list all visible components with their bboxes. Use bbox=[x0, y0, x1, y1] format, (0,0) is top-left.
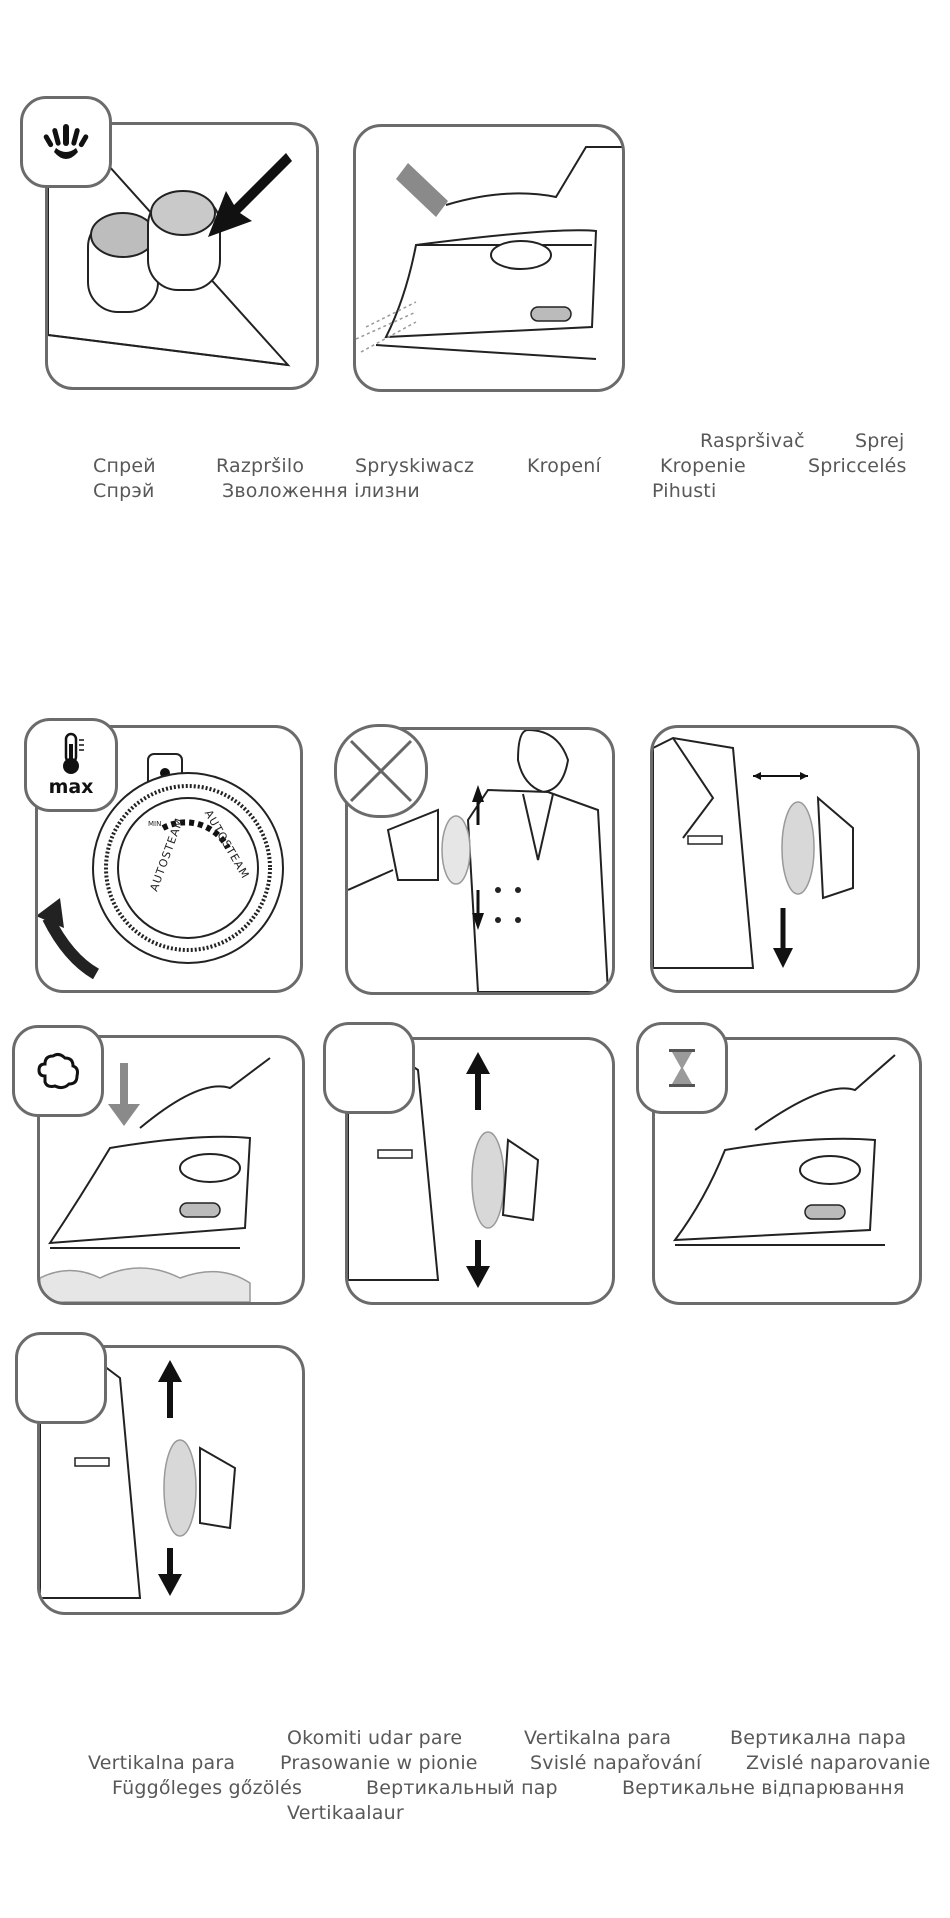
steam-distance-panel bbox=[650, 725, 920, 993]
temperature-dial-panel: AUTOSTEAM AUTOSTEAM MIN bbox=[35, 725, 303, 993]
caption-spray-uk: Зволоження ілизни bbox=[222, 480, 420, 502]
caption-spray-bg: Спрей bbox=[93, 455, 156, 477]
blank-badge-2 bbox=[15, 1332, 107, 1424]
spray-action-panel bbox=[353, 124, 625, 392]
caption-vertical-sk: Zvislé naparovanie bbox=[746, 1752, 931, 1774]
vertical-steaming-illustration-2 bbox=[40, 1360, 237, 1599]
caption-spray-hu: Spriccelés bbox=[808, 455, 907, 477]
spray-icon bbox=[20, 96, 112, 188]
vertical-steam-panel-2 bbox=[37, 1345, 305, 1615]
temperature-dial-illustration bbox=[38, 753, 284, 980]
prohibited-cross-icon bbox=[334, 724, 428, 818]
caption-spray-sk: Kropenie bbox=[660, 455, 746, 477]
caption-vertical-et: Vertikaalaur bbox=[287, 1802, 404, 1824]
caption-vertical-cs: Svislé napařování bbox=[530, 1752, 702, 1774]
caption-vertical-sl: Vertikalna para bbox=[88, 1752, 236, 1774]
max-label: max bbox=[48, 776, 94, 798]
caption-spray-sl2: Razpršilo bbox=[216, 455, 305, 477]
steam-cloud-icon bbox=[12, 1025, 104, 1117]
dial-text-min: MIN bbox=[148, 820, 162, 828]
thermometer-max-icon: max bbox=[24, 718, 118, 812]
caption-spray-et: Pihusti bbox=[652, 480, 717, 502]
caption-spray-hr: Raspršivač bbox=[700, 430, 805, 452]
iron-steam-burst-illustration bbox=[40, 1057, 271, 1302]
caption-vertical-uk: Вертикальне відпарювання bbox=[622, 1777, 905, 1799]
caption-vertical-ru: Вертикальный пар bbox=[366, 1777, 558, 1799]
caption-spray-sl: Sprej bbox=[855, 430, 905, 452]
caption-vertical-sr: Vertikalna para bbox=[524, 1727, 672, 1749]
hanging-jacket-distance-illustration bbox=[653, 736, 854, 969]
hourglass-icon bbox=[636, 1022, 728, 1114]
caption-vertical-hu: Függőleges gőzölés bbox=[112, 1777, 303, 1799]
jacket-worn-illustration bbox=[348, 730, 610, 992]
caption-spray-pl: Spryskiwacz bbox=[355, 455, 475, 477]
caption-spray-cs: Kropení bbox=[527, 455, 601, 477]
iron-resting-illustration bbox=[672, 1054, 896, 1246]
blank-badge-1 bbox=[323, 1022, 415, 1114]
spray-button-panel bbox=[45, 122, 319, 390]
caption-vertical-mk: Вертикална пара bbox=[730, 1727, 907, 1749]
steam-burst-panel bbox=[37, 1035, 305, 1305]
iron-spraying-illustration bbox=[356, 146, 622, 360]
caption-spray-by: Спрэй bbox=[93, 480, 155, 502]
caption-vertical-hr: Okomiti udar pare bbox=[287, 1727, 463, 1749]
caption-vertical-pl: Prasowanie w pionie bbox=[280, 1752, 478, 1774]
